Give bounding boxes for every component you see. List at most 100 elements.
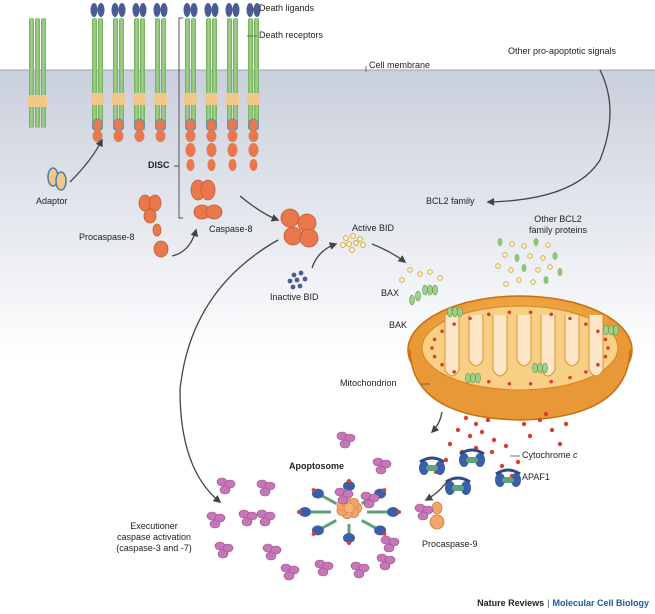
pathway-arrows — [69, 69, 611, 503]
executioner-caspase-lobe — [339, 439, 351, 449]
label-caspase-8: Caspase-8 — [209, 224, 253, 234]
receptor-chain — [140, 18, 145, 130]
label-cytochrome-c-italic: c — [573, 450, 578, 460]
bcl2-protein — [427, 269, 433, 275]
procaspase-8-molecule — [138, 194, 169, 258]
receptor-chain — [161, 18, 166, 130]
executioner-caspase-lobe — [222, 543, 234, 553]
membrane-band — [154, 93, 167, 105]
cyt-dot — [603, 354, 608, 359]
receptor-chain — [134, 18, 139, 130]
active-bid-dot — [343, 235, 349, 241]
cytochrome-c-dot — [489, 449, 495, 455]
pore-subunit — [457, 306, 463, 318]
receptor-chain — [206, 18, 211, 130]
active-bid-dot — [340, 242, 346, 248]
receptor-chain — [185, 18, 190, 130]
executioner-caspase-lobe — [375, 465, 387, 475]
executioner-caspase-lobe — [337, 495, 349, 505]
cytochrome-c-dot — [473, 421, 479, 427]
executioner-caspase-lobe — [224, 479, 236, 489]
death-ligand — [211, 3, 219, 17]
receptor-chain — [119, 18, 124, 130]
apaf1-core — [452, 485, 464, 491]
pore-subunit — [537, 362, 543, 374]
disc-bracket — [178, 17, 183, 219]
pore-subunit — [447, 306, 453, 318]
active-bid-dot — [353, 240, 359, 246]
apaf1-domain — [461, 481, 471, 495]
bcl2-protein — [503, 281, 509, 287]
apaf1-arm — [495, 468, 521, 476]
executioner-caspase-lobe — [217, 549, 229, 559]
membrane-band — [247, 93, 260, 105]
cytochrome-c-dot — [479, 429, 485, 435]
pore-subunit — [475, 372, 481, 384]
cyt-dot — [468, 316, 472, 321]
label-executioner-line2: caspase activation — [116, 532, 192, 542]
cyt-dot — [549, 312, 554, 317]
receptor-chain — [212, 18, 217, 130]
label-executioner-caspase-activation: Executioner caspase activation (caspase-… — [99, 521, 209, 554]
death-domain — [227, 130, 238, 142]
active-bid-molecules — [340, 233, 366, 253]
death-domain — [113, 130, 124, 142]
receptor-chain — [248, 18, 253, 130]
recruited-caspase — [248, 143, 259, 157]
executioner-caspase-lobe — [383, 543, 395, 553]
cyt-dot — [486, 312, 491, 317]
death-ligand — [232, 3, 240, 17]
executioner-caspase-lobe — [322, 561, 334, 571]
cytochrome-c-dot — [467, 433, 473, 439]
apaf1-domain — [495, 473, 505, 487]
recruited-caspase — [227, 143, 238, 157]
death-domain — [185, 118, 196, 132]
membrane-band — [226, 93, 239, 105]
pore-subunit — [532, 362, 538, 374]
executioner-caspase-lobe — [353, 569, 365, 579]
receptor-chain — [155, 18, 160, 130]
bax-bak-pores — [409, 284, 619, 384]
crista — [492, 315, 508, 377]
cyt-dot — [440, 362, 444, 367]
cytochrome-c-dot — [503, 443, 509, 449]
recruited-caspase — [185, 143, 196, 157]
bcl2-protein — [437, 275, 443, 281]
label-executioner-line1: Executioner — [130, 521, 178, 531]
bcl2-protein — [509, 241, 515, 247]
membrane-band — [112, 93, 125, 105]
cyt-dot — [452, 322, 456, 326]
label-death-receptors: Death receptors — [259, 30, 324, 40]
bcl2-protein — [530, 279, 536, 285]
executioner-caspase-lobe — [259, 517, 271, 527]
active-bid-dot — [349, 247, 355, 253]
death-domain — [155, 118, 166, 132]
apoptosome-cyt-c — [311, 488, 316, 493]
crista — [564, 315, 580, 367]
cytochrome-c-dot — [521, 421, 527, 427]
cyt-dot — [507, 310, 512, 315]
apoptosome-cyt-c — [347, 479, 351, 483]
cyt-dot — [432, 354, 437, 359]
executioner-caspase-lobe — [264, 481, 276, 491]
membrane-band — [205, 93, 218, 105]
label-bcl2-family: BCL2 family — [426, 196, 475, 206]
bcl2-protein — [407, 267, 413, 273]
label-bak: BAK — [389, 320, 408, 330]
pore-subunit — [432, 284, 438, 296]
recruited-caspase — [249, 159, 258, 171]
receptor-chain — [191, 18, 196, 130]
cytochrome-c-dot — [527, 433, 533, 439]
death-domain — [155, 130, 166, 142]
cytochrome-c-dot — [543, 411, 549, 417]
cytochrome-c-dot — [499, 463, 505, 469]
label-death-ligands: Death ligands — [259, 3, 315, 13]
cytochrome-c-dot — [447, 441, 453, 447]
executioner-caspase-lobe — [317, 567, 329, 577]
label-apoptosome: Apoptosome — [289, 461, 344, 471]
apoptosome-apaf1-head — [343, 533, 355, 543]
apoptosome-cyt-c — [311, 531, 316, 536]
cytochrome-c-dot — [443, 457, 449, 463]
label-cytochrome-prefix: Cytochrome — [522, 450, 574, 460]
